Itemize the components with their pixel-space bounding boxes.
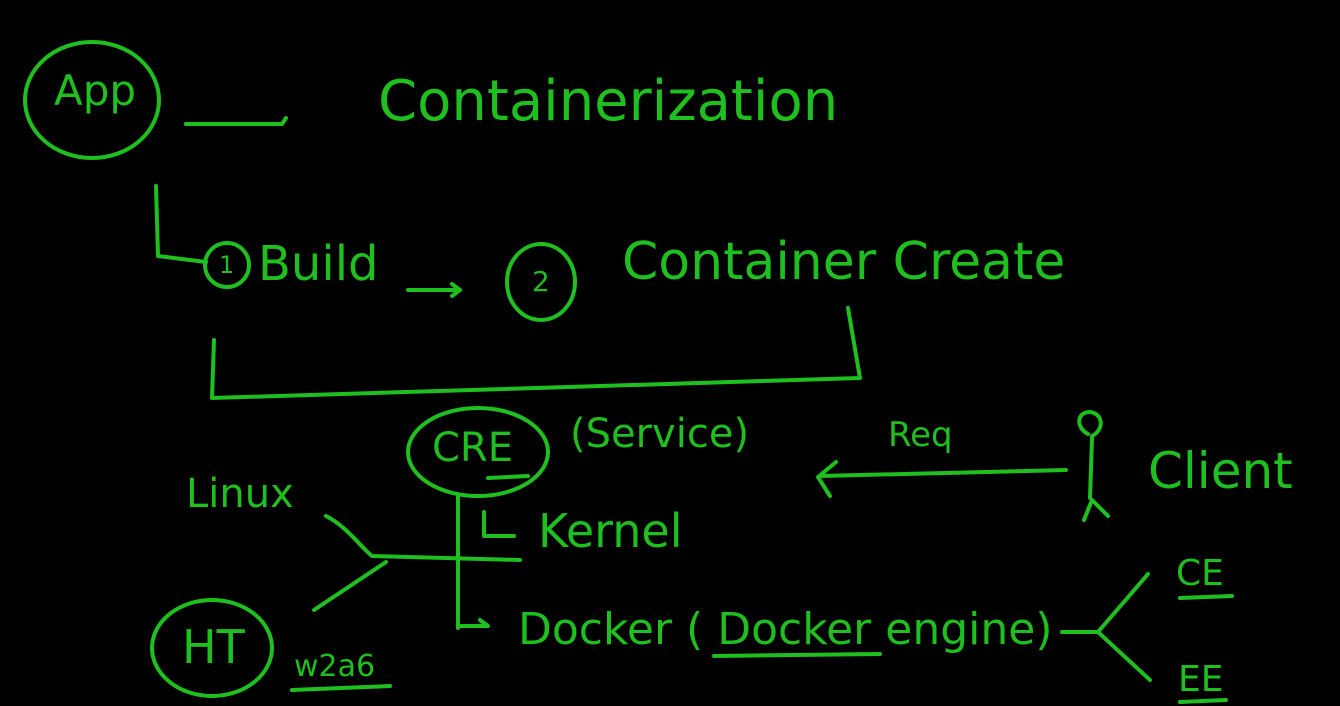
step2-number: 2 xyxy=(532,265,550,298)
w2a6-underline xyxy=(290,684,392,692)
kernel-branch xyxy=(482,510,516,538)
req-label: Req xyxy=(888,415,953,455)
ce-underline xyxy=(1178,594,1234,600)
docker-label: Docker ( Docker engine) xyxy=(518,604,1053,655)
docker-engine-underline xyxy=(712,652,882,658)
ht-label: HT xyxy=(182,620,245,674)
step2-circle xyxy=(505,242,577,322)
app-to-build-connector xyxy=(154,184,208,264)
kernel-label: Kernel xyxy=(538,504,683,558)
container-create-label: Container Create xyxy=(622,232,1066,292)
linux-connector xyxy=(324,514,522,562)
cre-underline xyxy=(486,474,530,480)
client-label: Client xyxy=(1148,442,1293,500)
service-label: (Service) xyxy=(570,411,750,457)
step1-circle xyxy=(203,241,251,289)
step1-number: 1 xyxy=(219,251,235,279)
app-label: App xyxy=(54,66,137,115)
req-arrow xyxy=(816,460,1068,498)
ht-connector xyxy=(312,560,388,612)
w2a6-label: w2a6 xyxy=(294,649,376,684)
ee-label: EE xyxy=(1178,659,1224,700)
app-circle xyxy=(23,40,161,160)
linux-label: Linux xyxy=(186,471,294,517)
cre-label: CRE xyxy=(432,425,513,471)
build-to-create-arrow xyxy=(406,282,462,298)
edition-fork xyxy=(1060,572,1152,682)
app-to-containerization-arrow xyxy=(184,116,288,126)
ht-circle xyxy=(150,598,274,698)
ee-underline xyxy=(1178,698,1228,704)
build-label: Build xyxy=(258,236,379,292)
containerization-label: Containerization xyxy=(378,69,839,134)
client-figure-icon xyxy=(1077,410,1110,522)
cre-oval xyxy=(406,406,550,498)
ce-label: CE xyxy=(1176,553,1224,594)
docker-branch xyxy=(456,618,490,628)
bracket-connector xyxy=(210,306,862,400)
